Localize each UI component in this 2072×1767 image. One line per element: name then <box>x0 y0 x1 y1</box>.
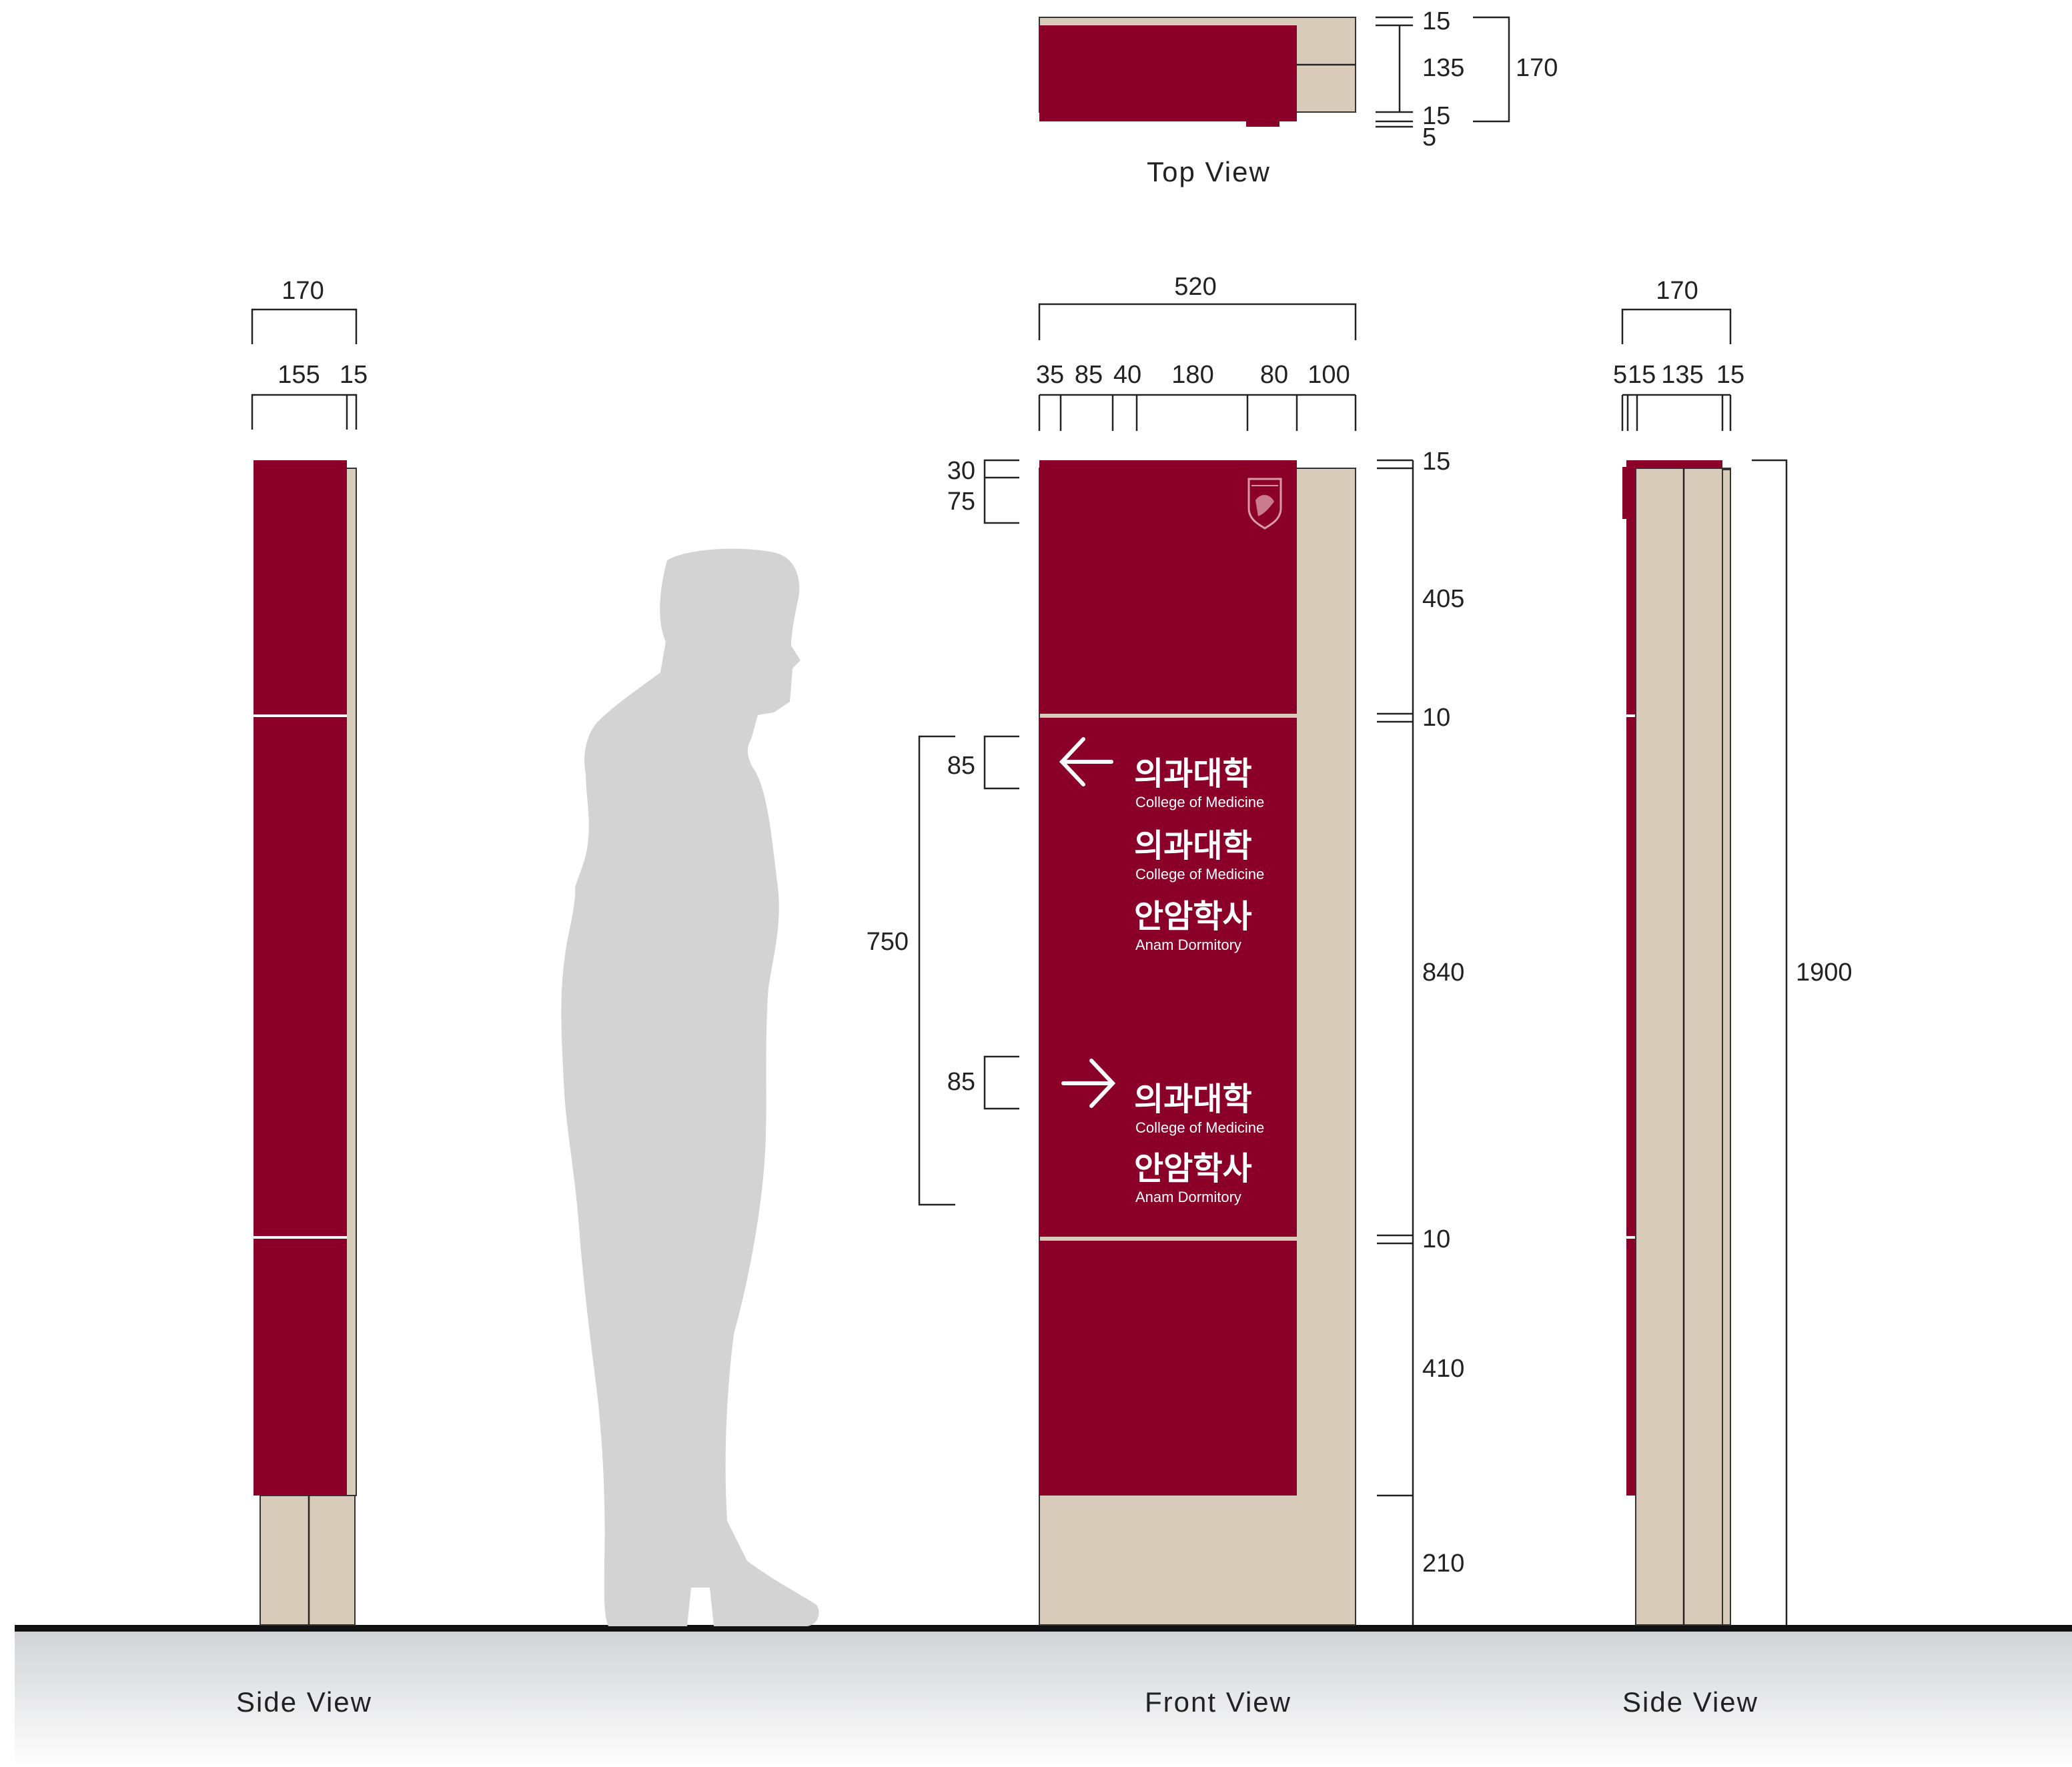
front-dim-40: 40 <box>1113 361 1141 389</box>
front-dim-15: 15 <box>1422 448 1450 476</box>
right-dim-1900: 1900 <box>1796 959 1853 987</box>
entry-3-english: Anam Dormitory <box>1135 937 1241 953</box>
front-dim-750: 750 <box>867 928 909 956</box>
top-dim-5: 5 <box>1422 123 1436 151</box>
left-dim-15: 15 <box>340 361 368 389</box>
front-dim-75: 75 <box>947 488 975 516</box>
right-side-view: 170 5 15 135 15 1900 Side View <box>1613 277 1853 1718</box>
top-dim-135: 135 <box>1422 54 1464 82</box>
front-view: 의과대학 College of Medicine 의과대학 College of… <box>867 273 1465 1718</box>
front-dim-10a: 10 <box>1422 704 1450 732</box>
top-panel <box>1039 460 1297 714</box>
entry-2-korean: 의과대학 <box>1134 827 1252 864</box>
top-dim-15b: 15 <box>1422 102 1450 130</box>
entry-3-korean: 안암학사 <box>1134 898 1252 935</box>
front-dim-85b: 85 <box>947 1068 975 1096</box>
front-dim-100: 100 <box>1308 361 1350 389</box>
right-dim-15a: 15 <box>1628 361 1656 389</box>
entry-1-korean: 의과대학 <box>1134 755 1252 792</box>
top-dim-170: 170 <box>1516 54 1558 82</box>
front-dim-30: 30 <box>947 457 975 485</box>
front-dim-80: 80 <box>1260 361 1288 389</box>
entry-5-english: Anam Dormitory <box>1135 1189 1241 1205</box>
university-crest-icon <box>1247 478 1282 530</box>
top-dim-15a: 15 <box>1422 7 1450 35</box>
front-dim-10b: 10 <box>1422 1225 1450 1253</box>
right-dim-135: 135 <box>1661 361 1703 389</box>
ground-line <box>15 1625 2072 1632</box>
front-dim-410: 410 <box>1422 1355 1464 1383</box>
right-dim-15b: 15 <box>1716 361 1744 389</box>
floor-shadow <box>15 1632 2072 1767</box>
left-dim-155: 155 <box>278 361 320 389</box>
front-dim-520: 520 <box>1174 273 1216 301</box>
right-dim-5: 5 <box>1613 361 1627 389</box>
front-dim-35: 35 <box>1036 361 1064 389</box>
top-view-caption: Top View <box>1147 156 1271 187</box>
right-dim-170: 170 <box>1656 277 1698 305</box>
front-dim-405: 405 <box>1422 585 1464 613</box>
left-side-caption: Side View <box>236 1686 372 1718</box>
arrow-right-icon <box>1061 1059 1116 1108</box>
entry-1-english: College of Medicine <box>1135 794 1264 810</box>
left-side-view: 170 155 15 Side View <box>236 277 372 1718</box>
human-silhouette-icon <box>561 548 819 1627</box>
arrow-left-icon <box>1059 737 1113 786</box>
left-dim-170: 170 <box>282 277 324 305</box>
entry-4-english: College of Medicine <box>1135 1119 1264 1136</box>
middle-panel <box>1039 718 1297 1237</box>
right-side-caption: Side View <box>1622 1686 1758 1718</box>
front-dim-85a: 85 <box>947 752 975 780</box>
entry-5-korean: 안암학사 <box>1134 1150 1252 1187</box>
top-view: 15 135 15 5 170 Top View <box>1039 7 1558 187</box>
front-dim-840: 840 <box>1422 959 1464 987</box>
entry-4-korean: 의과대학 <box>1134 1081 1252 1118</box>
front-view-caption: Front View <box>1145 1686 1291 1718</box>
front-dim-180: 180 <box>1171 361 1213 389</box>
bottom-panel <box>1039 1241 1297 1496</box>
front-dim-210: 210 <box>1422 1550 1464 1578</box>
entry-2-english: College of Medicine <box>1135 866 1264 882</box>
front-dim-85: 85 <box>1075 361 1103 389</box>
